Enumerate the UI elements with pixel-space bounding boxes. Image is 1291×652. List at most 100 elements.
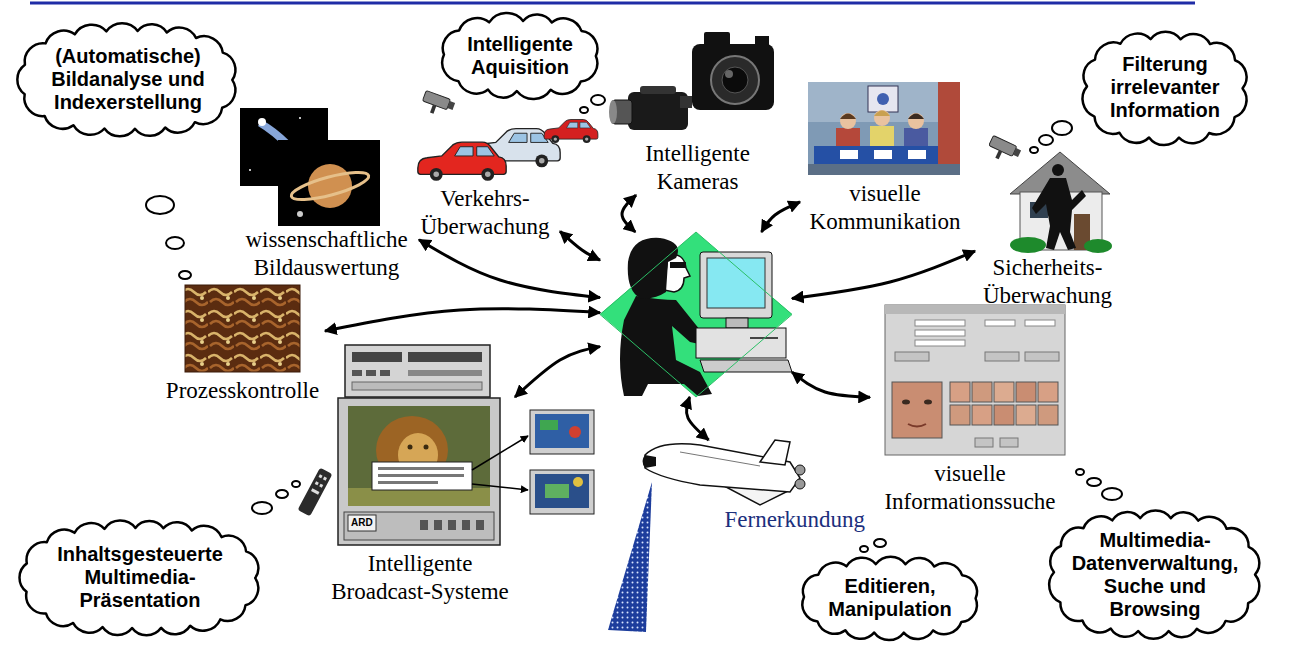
poster-logo: [877, 93, 889, 105]
thought-bubble: [276, 490, 288, 498]
remote-key: [311, 488, 319, 494]
thought-cloud: Filterung irrelevanter Information: [1077, 29, 1253, 148]
tv-button: [380, 370, 390, 376]
shuttle-engine: [795, 465, 805, 475]
cloud-outline: [1083, 31, 1247, 144]
cloud-outline: [803, 556, 978, 639]
overlay-line: [378, 481, 438, 484]
cloud-text: Multimedia- Datenverwaltung, Suche und B…: [1065, 529, 1245, 621]
tv-button: [420, 520, 428, 530]
camera-picture: [609, 32, 774, 130]
television-picture: [298, 345, 594, 545]
form-field: [915, 330, 965, 336]
remote-control: [298, 468, 333, 517]
application-caption: Fernerkundung: [640, 506, 865, 534]
application-box: visuelle Kommunikation: [800, 80, 970, 235]
result-thumbnail: [972, 382, 992, 402]
tv-screen: [348, 406, 490, 506]
screen-patch: [540, 420, 558, 430]
cloud-text: (Automatische) Bildanalyse und Indexerst…: [40, 45, 215, 114]
shuttle-bay-line: [680, 452, 760, 466]
bidirectional-arrow: [515, 347, 600, 397]
form-field: [1025, 320, 1055, 326]
form-field: [915, 320, 965, 326]
traffic-picture: [418, 91, 598, 181]
bidirectional-arrow: [325, 309, 600, 331]
bidirectional-arrow: [686, 397, 708, 440]
tv-slot: [352, 352, 402, 362]
car: [544, 120, 598, 144]
thought-bubble: [1102, 488, 1122, 500]
result-thumbnail: [950, 405, 970, 425]
planet-ring: [289, 167, 371, 205]
tv-slot: [408, 352, 482, 362]
person-hair: [628, 238, 678, 299]
screen-patch: [569, 426, 581, 438]
monitor-screen: [535, 414, 589, 448]
overlay-line: [378, 467, 464, 470]
bidirectional-arrow: [792, 251, 975, 298]
user-workstation-picture: [600, 232, 792, 397]
computer-case: [696, 328, 786, 358]
car: [418, 142, 506, 181]
thought-bubble: [166, 237, 184, 249]
application-caption: Sicherheits- Überwachung: [975, 254, 1120, 309]
application-caption: Intelligente Kameras: [615, 140, 780, 195]
result-thumbnail: [1016, 382, 1036, 402]
tv-panel: [408, 370, 482, 376]
thought-bubble: [580, 107, 588, 113]
camcorder-body: [628, 92, 688, 130]
cloud-outline: [19, 521, 258, 636]
person-head: [874, 110, 890, 126]
result-thumbnail: [994, 382, 1014, 402]
tv-button: [462, 520, 470, 530]
star: [299, 117, 301, 119]
remote-key: [315, 481, 319, 485]
query-face: [892, 382, 942, 438]
burglar-head: [1052, 164, 1064, 176]
diamond-outline: [600, 232, 792, 397]
name-card: [874, 150, 892, 159]
process-texture: [185, 285, 300, 372]
shuttle-fin: [760, 440, 790, 465]
thought-bubble: [591, 95, 605, 105]
lion-eye: [424, 445, 429, 450]
camera-body: [692, 44, 774, 110]
remote-body: [298, 468, 333, 517]
thought-bubble: [874, 539, 886, 547]
thought-bubble: [179, 271, 191, 279]
sunglasses: [670, 262, 686, 268]
application-box: Intelligente Kameras: [615, 30, 780, 195]
form-button: [1025, 352, 1059, 361]
result-thumbnail: [1038, 382, 1058, 402]
application-box: Verkehrs- Überwachung: [410, 95, 560, 240]
camcorder-handle: [640, 86, 676, 94]
thought-bubble: [1030, 147, 1038, 153]
monitor: [700, 252, 772, 318]
bidirectional-arrow: [792, 372, 870, 397]
application-box: wissenschaftliche Bildauswertung: [234, 106, 419, 281]
floor: [808, 164, 960, 175]
comet-head: [258, 118, 266, 126]
camcorder-viewfinder: [680, 96, 692, 108]
table: [814, 146, 938, 164]
thought-cloud: Intelligente Aquisition: [434, 11, 606, 101]
thought-bubble: [146, 196, 174, 214]
result-thumbnail: [1038, 405, 1058, 425]
person-hair: [874, 111, 890, 117]
lens-highlight: [725, 70, 733, 78]
face-eye: [924, 400, 932, 405]
person: [836, 128, 860, 148]
cloud-outline: [18, 23, 236, 136]
bush: [1084, 239, 1112, 253]
name-card: [840, 150, 858, 159]
thought-cloud: (Automatische) Bildanalyse und Indexerst…: [13, 21, 242, 139]
result-thumbnail: [950, 382, 970, 402]
cloud-text: Intelligente Aquisition: [455, 33, 585, 79]
form-button: [1000, 438, 1018, 447]
tv-button: [476, 520, 484, 530]
room-wall: [808, 82, 960, 122]
bidirectional-arrow: [762, 202, 800, 232]
thought-bubble: [1087, 478, 1101, 486]
keyboard: [700, 360, 792, 372]
